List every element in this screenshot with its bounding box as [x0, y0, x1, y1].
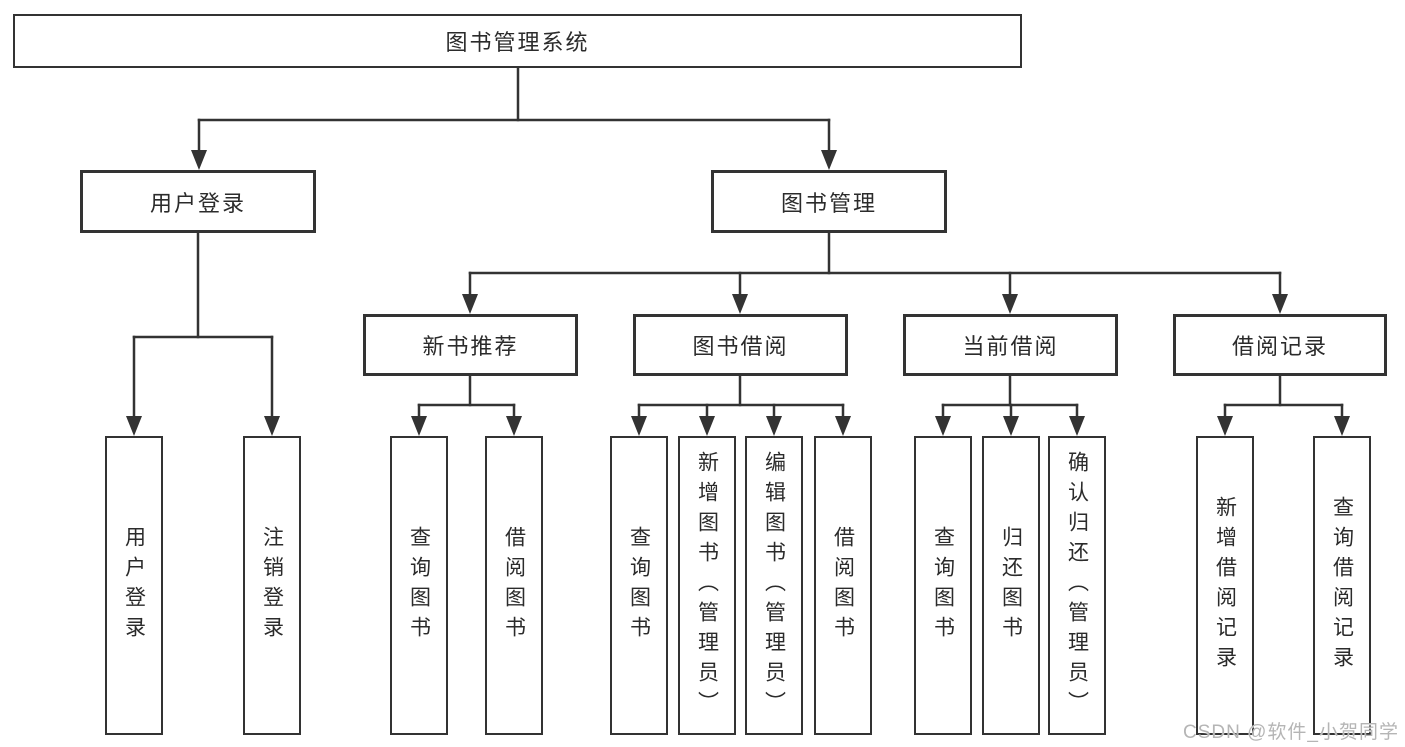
node-label: 归还图书	[999, 525, 1023, 646]
leaf-query-books-borrow: 查询图书	[610, 436, 668, 735]
node-label: 图书管理系统	[445, 30, 590, 55]
node-library-management-system: 图书管理系统	[13, 14, 1022, 68]
node-label: 当前借阅	[962, 334, 1059, 359]
leaf-edit-book-admin: 编辑图书（管理员）	[745, 436, 803, 735]
node-user-login: 用户登录	[80, 170, 316, 233]
node-label: 注销登录	[260, 525, 284, 646]
node-label: 查询借阅记录	[1330, 495, 1354, 676]
node-label: 用户登录	[149, 190, 246, 216]
node-label: 查询图书	[627, 525, 651, 646]
node-new-book-recommend: 新书推荐	[363, 314, 578, 376]
node-label: 借阅图书	[502, 525, 526, 646]
node-label: 查询图书	[407, 525, 431, 646]
node-current-borrow: 当前借阅	[903, 314, 1118, 376]
leaf-query-books-current: 查询图书	[914, 436, 972, 735]
node-label: 编辑图书（管理员）	[762, 450, 786, 721]
leaf-borrow-books: 借阅图书	[814, 436, 872, 735]
node-book-borrow: 图书借阅	[633, 314, 848, 376]
node-label: 新增图书（管理员）	[695, 450, 719, 721]
node-borrow-records: 借阅记录	[1173, 314, 1387, 376]
leaf-logout: 注销登录	[243, 436, 301, 735]
leaf-add-book-admin: 新增图书（管理员）	[678, 436, 736, 735]
leaf-user-login: 用户登录	[105, 436, 163, 735]
node-book-management: 图书管理	[711, 170, 947, 233]
node-label: 新书推荐	[422, 334, 519, 359]
node-label: 用户登录	[122, 525, 146, 646]
watermark: CSDN @软件_小贺同学	[1183, 722, 1399, 743]
node-label: 图书借阅	[692, 334, 789, 359]
node-label: 查询图书	[931, 525, 955, 646]
leaf-add-borrow-record: 新增借阅记录	[1196, 436, 1254, 735]
leaf-borrow-books-recommend: 借阅图书	[485, 436, 543, 735]
leaf-query-borrow-record: 查询借阅记录	[1313, 436, 1371, 735]
node-label: 新增借阅记录	[1213, 495, 1237, 676]
node-label: 借阅记录	[1231, 334, 1328, 359]
node-label: 借阅图书	[831, 525, 855, 646]
node-label: 确认归还（管理员）	[1065, 450, 1089, 721]
leaf-query-books-recommend: 查询图书	[390, 436, 448, 735]
leaf-return-books: 归还图书	[982, 436, 1040, 735]
leaf-confirm-return-admin: 确认归还（管理员）	[1048, 436, 1106, 735]
node-label: 图书管理	[780, 190, 877, 216]
